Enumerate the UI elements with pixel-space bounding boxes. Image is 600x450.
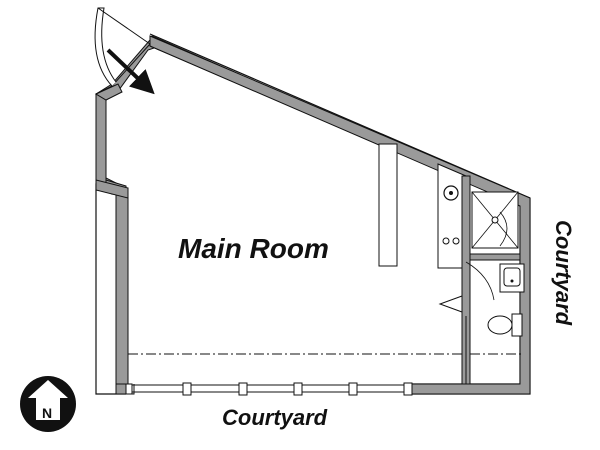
sink-icon [443,185,459,201]
stove-icon [442,237,460,245]
toilet-icon [487,313,523,337]
bathroom [461,175,521,385]
bottom-windows [125,382,413,396]
courtyard-right-label: Courtyard [551,220,576,326]
north-compass-icon: N [20,376,76,432]
door-swing-icon [438,261,495,313]
main-room-label: Main Room [178,233,329,264]
shower-icon [471,191,519,249]
entry-arrow-icon [106,48,155,95]
north-label: N [42,405,52,421]
courtyard-bottom-label: Courtyard [222,405,328,430]
partition-column [378,143,398,267]
wall-band [94,35,531,395]
bath-sink-icon [499,263,525,293]
entry-door [94,7,151,87]
